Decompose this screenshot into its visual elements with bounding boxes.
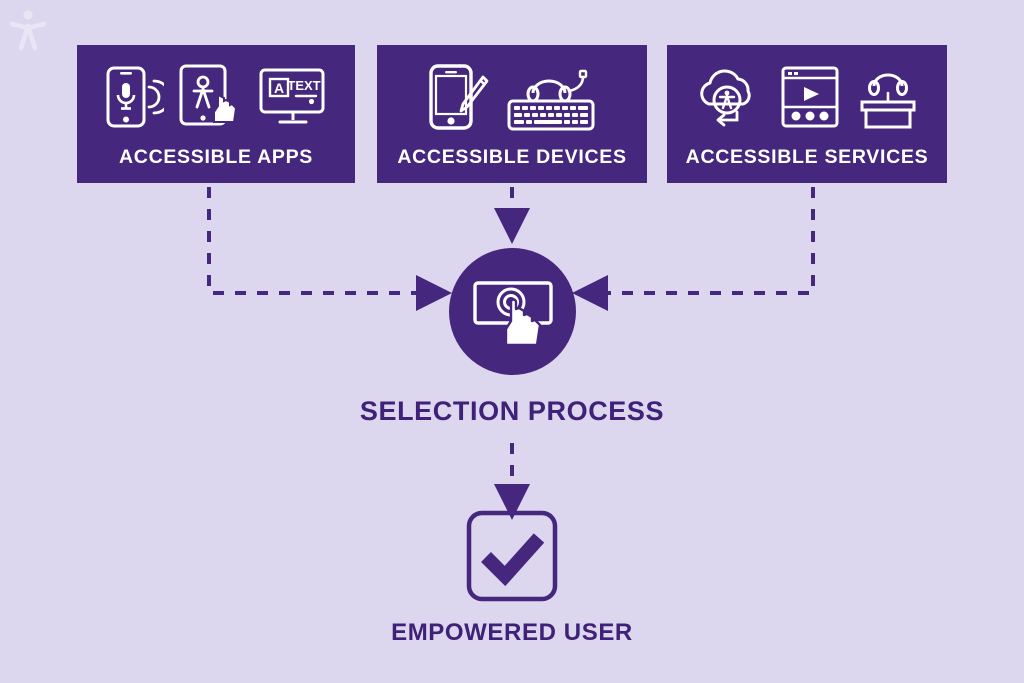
selection-process-node[interactable] xyxy=(449,248,576,375)
smartphone-stylus-icon xyxy=(427,61,489,138)
hand-tap-touchscreen-icon xyxy=(465,263,561,360)
checkmark-box-icon xyxy=(466,510,558,606)
smartphone-microphone-voice-icon xyxy=(104,62,172,137)
monitor-large-text-icon: A TEXT xyxy=(258,62,328,137)
empowered-user-label: EMPOWERED USER xyxy=(391,619,633,646)
connector-apps-to-selection xyxy=(207,187,452,311)
panel-devices-icon-row xyxy=(427,61,597,137)
panel-accessible-devices[interactable]: ACCESSIBLE DEVICES xyxy=(377,45,647,183)
video-player-captions-icon xyxy=(779,62,841,137)
cloud-accessibility-icon xyxy=(693,62,765,137)
panel-accessible-services[interactable]: ACCESSIBLE SERVICES xyxy=(667,45,947,183)
connector-services-to-selection xyxy=(572,187,815,311)
headset-support-desk-icon xyxy=(855,62,921,137)
panel-devices-label: ACCESSIBLE DEVICES xyxy=(397,146,627,168)
tablet-person-touch-icon xyxy=(178,62,244,137)
accessibility-person-icon xyxy=(8,8,48,51)
svg-text:TEXT: TEXT xyxy=(287,78,320,93)
panel-apps-icon-row: A TEXT xyxy=(104,61,328,137)
panel-services-icon-row xyxy=(693,61,921,137)
panel-accessible-apps[interactable]: A TEXT ACCESSIBLE APPS xyxy=(77,45,355,183)
empowered-user-node[interactable] xyxy=(466,510,558,602)
selection-process-label: SELECTION PROCESS xyxy=(359,396,665,426)
svg-text:A: A xyxy=(274,80,284,96)
panel-services-label: ACCESSIBLE SERVICES xyxy=(685,146,929,168)
panel-apps-label: ACCESSIBLE APPS xyxy=(119,146,313,168)
keyboard-headset-icon xyxy=(503,61,597,138)
